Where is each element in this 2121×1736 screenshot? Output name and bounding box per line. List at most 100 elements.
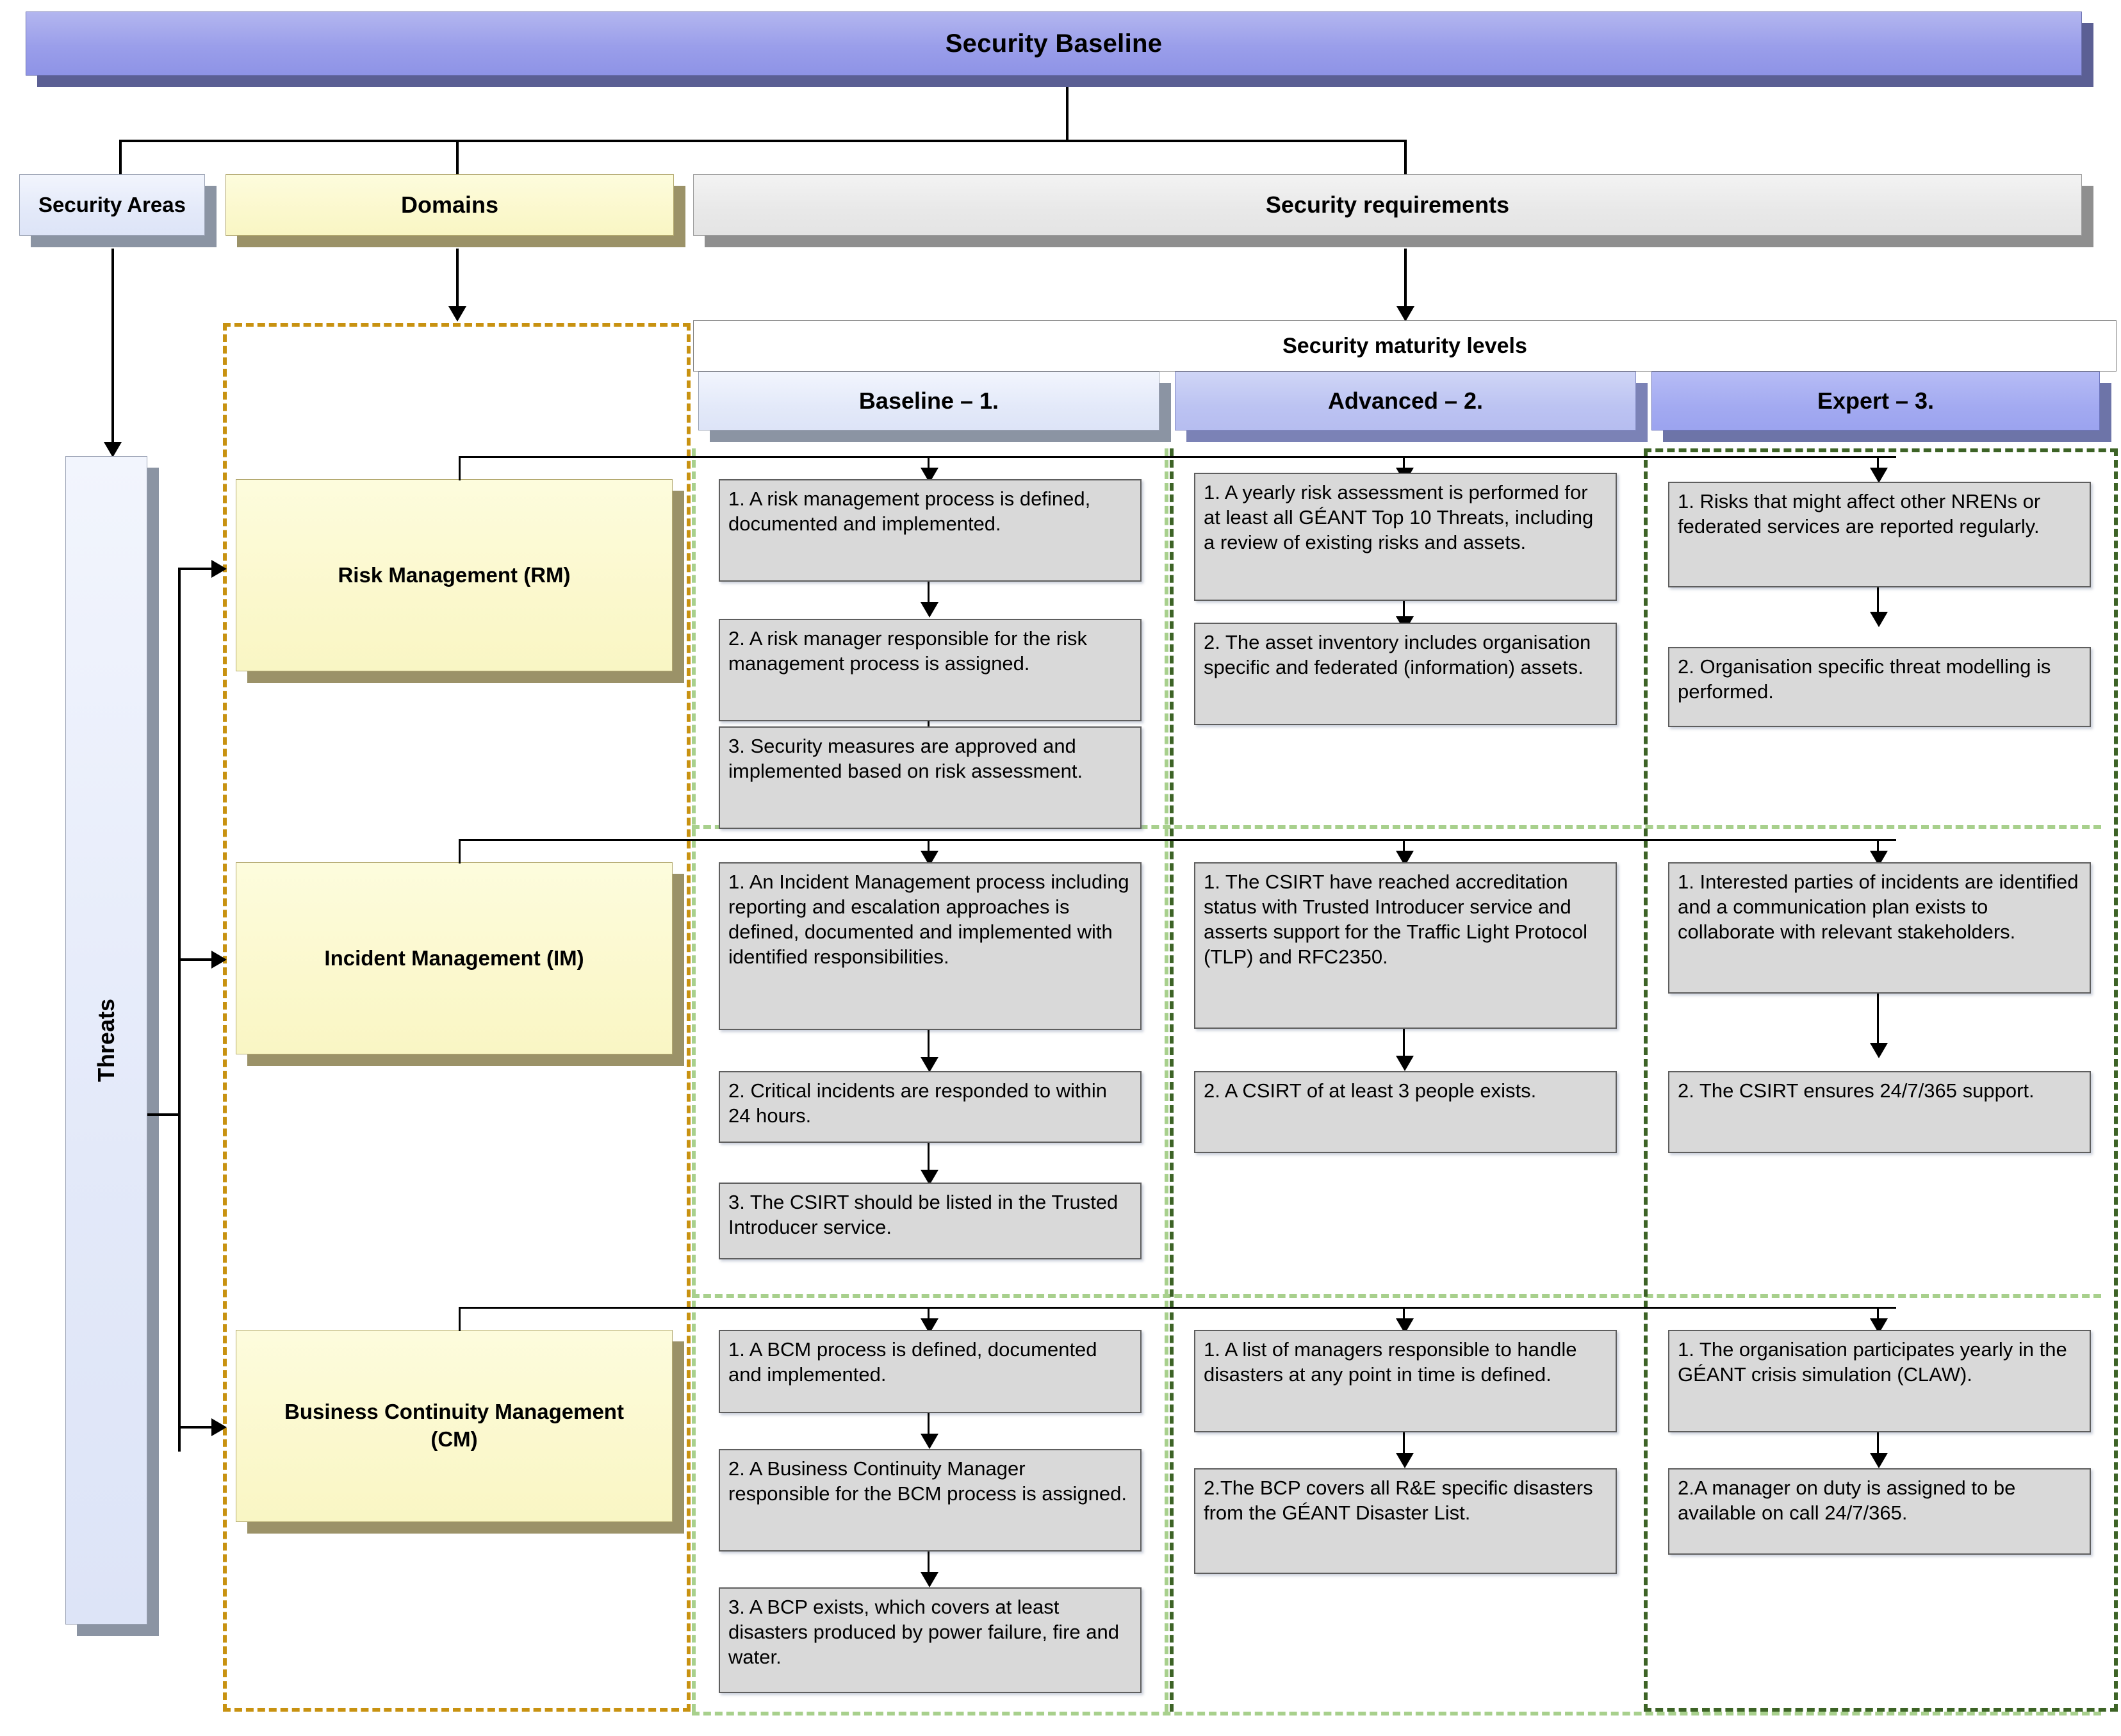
security-baseline-label: Security Baseline (26, 12, 2082, 76)
requirement-card: 3. Security measures are approved and im… (719, 726, 1142, 829)
threats-label-wrap: Threats (65, 456, 147, 1625)
connector-threats-bar-tap (147, 1113, 181, 1116)
threats-bar: Threats (65, 456, 159, 1636)
requirement-card: 2.The BCP covers all R&E specific disast… (1194, 1468, 1617, 1574)
baseline-region-sep-im-cm (692, 1294, 2101, 1298)
card-link (1877, 1432, 1879, 1464)
cm-tile-shadow-right (673, 1341, 684, 1534)
baseline-bar-shadow-right (2082, 23, 2093, 87)
requirement-card: 2. A Business Continuity Manager respons… (719, 1449, 1142, 1552)
baseline-region-bottom (692, 1712, 2101, 1716)
requirement-card: 1. A BCM process is defined, documented … (719, 1330, 1142, 1413)
arrow-domains-down (448, 306, 466, 322)
requirement-card: 3. The CSIRT should be listed in the Tru… (719, 1183, 1142, 1259)
expert-region-left-edge (1644, 448, 1648, 1712)
arrow-requirements-down (1396, 306, 1414, 322)
security-areas-label: Security Areas (19, 174, 205, 236)
rail-cm-drop-advanced (1403, 1307, 1405, 1323)
card-link (928, 582, 929, 612)
connector-threats-spine (178, 568, 181, 1452)
connector-baseline-stem (1066, 87, 1069, 141)
security-areas-shadow-bottom (31, 236, 217, 247)
baseline-header-shadow-bottom (710, 430, 1171, 442)
requirement-card: 2.A manager on duty is assigned to be av… (1668, 1468, 2091, 1555)
card-link-arrow (1870, 1043, 1888, 1058)
card-link (1403, 601, 1405, 626)
domain-tile-business-continuity-management: Business Continuity Management (CM) (236, 1330, 684, 1534)
card-link-arrow (1396, 1453, 1414, 1468)
domains-label: Domains (225, 174, 674, 236)
connector-areas-to-threats (111, 249, 114, 447)
domain-tile-risk-management-label: Risk Management (RM) (236, 479, 673, 671)
requirement-card: 1. The CSIRT have reached accreditation … (1194, 862, 1617, 1029)
security-requirements-box: Security requirements (693, 174, 2093, 247)
card-link (1877, 587, 1879, 623)
rail-rm-stem (459, 456, 461, 480)
card-link-arrow (921, 1057, 938, 1072)
rm-tile-shadow-bottom (247, 671, 684, 683)
domain-tile-incident-management: Incident Management (IM) (236, 862, 684, 1066)
connector-baseline-bus (119, 140, 1407, 142)
domain-tile-risk-management: Risk Management (RM) (236, 479, 684, 683)
rail-cm (459, 1307, 1896, 1309)
rail-cm-stem (459, 1307, 461, 1331)
rail-rm-drop-expert (1877, 456, 1879, 473)
baseline-header-shadow-right (1159, 383, 1171, 442)
cm-tile-shadow-bottom (247, 1522, 684, 1534)
maturity-header-advanced: Advanced – 2. (1175, 372, 1648, 442)
connector-to-domains (456, 140, 459, 178)
requirement-card: 1. Interested parties of incidents are i… (1668, 862, 2091, 994)
expert-header-shadow-bottom (1663, 430, 2111, 442)
connector-to-security-areas (119, 140, 122, 178)
connector-threats-to-im (178, 958, 214, 961)
security-baseline-bar: Security Baseline (26, 12, 2093, 87)
rail-cm-drop-baseline (928, 1307, 929, 1323)
connector-threats-to-cm (178, 1426, 214, 1429)
requirement-card: 1. Risks that might affect other NRENs o… (1668, 482, 2091, 587)
card-link (1877, 994, 1879, 1055)
advanced-region-left-edge (1170, 448, 1174, 1712)
requirement-card: 1. A risk management process is defined,… (719, 479, 1142, 582)
requirement-card: 2. A risk manager responsible for the ri… (719, 619, 1142, 721)
requirement-card: 1. The organisation participates yearly … (1668, 1330, 2091, 1432)
maturity-header-baseline: Baseline – 1. (698, 372, 1171, 442)
requirement-card: 2. The asset inventory includes organisa… (1194, 623, 1617, 725)
rail-im-drop-baseline (928, 839, 929, 856)
card-link (928, 1413, 929, 1445)
security-requirements-label: Security requirements (693, 174, 2082, 236)
requirement-card: 3. A BCP exists, which covers at least d… (719, 1587, 1142, 1693)
rail-im-drop-expert (1877, 839, 1879, 856)
security-requirements-shadow-bottom (705, 236, 2093, 247)
baseline-region-right-edge (1165, 448, 1168, 1712)
domain-tile-incident-management-label: Incident Management (IM) (236, 862, 673, 1054)
arrow-areas-to-threats (104, 442, 122, 457)
rail-im-stem (459, 839, 461, 864)
advanced-header-shadow-bottom (1186, 430, 1648, 442)
domains-shadow-right (674, 186, 685, 247)
card-link-arrow (1870, 612, 1888, 627)
threats-shadow-right (147, 468, 159, 1636)
rail-im-drop-advanced (1403, 839, 1405, 856)
baseline-region-sep-rm-im (692, 825, 2101, 829)
rm-tile-shadow-right (673, 491, 684, 683)
arrow-threats-to-im (211, 951, 227, 969)
card-link-arrow (1396, 1056, 1414, 1071)
requirement-card: 1. An Incident Management process includ… (719, 862, 1142, 1030)
card-link (1403, 1029, 1405, 1067)
domain-tile-business-continuity-management-label: Business Continuity Management (CM) (236, 1330, 673, 1522)
requirement-card: 1. A list of managers responsible to han… (1194, 1330, 1617, 1432)
requirement-card: 1. A yearly risk assessment is performed… (1194, 473, 1617, 601)
security-maturity-levels-label: Security maturity levels (1282, 333, 1527, 358)
security-requirements-shadow-right (2082, 186, 2093, 247)
card-link-arrow (921, 602, 938, 618)
security-areas-shadow-right (205, 186, 217, 247)
rail-rm-drop-advanced (1403, 456, 1405, 473)
arrow-rm-expert (1870, 468, 1888, 483)
card-link-arrow (1870, 1453, 1888, 1468)
security-maturity-levels-band: Security maturity levels (693, 320, 2117, 372)
rail-rm (459, 456, 1896, 458)
connector-threats-to-rm (178, 568, 214, 570)
rail-im (459, 839, 1896, 841)
requirement-card: 2. Organisation specific threat modellin… (1668, 647, 2091, 727)
